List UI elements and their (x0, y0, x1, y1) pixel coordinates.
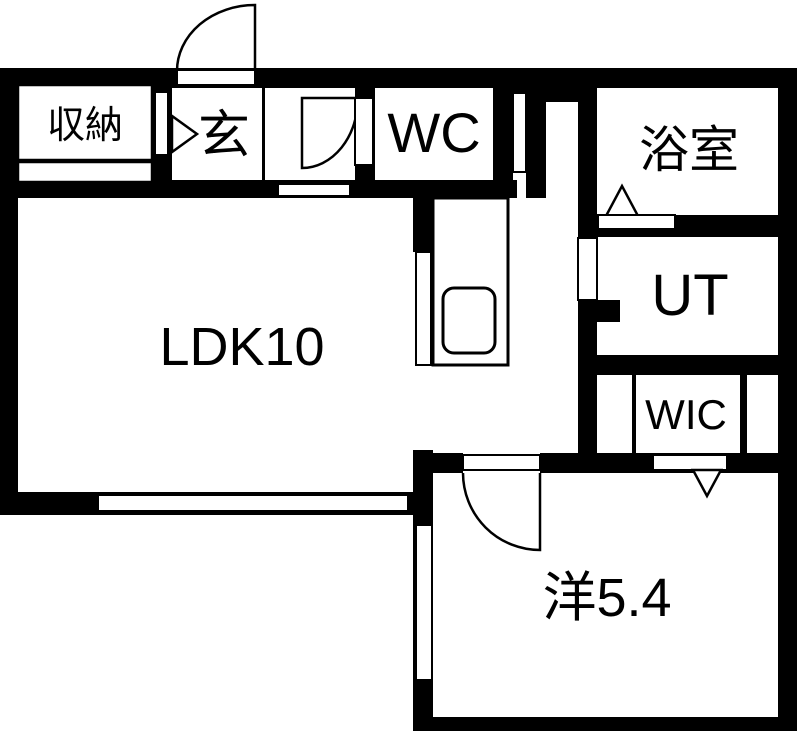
room-label-ldk: LDK10 (159, 317, 324, 377)
wall-wic-separator-left (632, 375, 636, 453)
wall-corridor-right (578, 300, 597, 473)
wc-door-panel (354, 97, 374, 166)
storage-lower-strip (16, 160, 154, 184)
corridor-slot (512, 92, 527, 173)
storage-door-panel (154, 91, 169, 156)
western-window (415, 524, 433, 681)
wall-ut-jog (597, 300, 620, 322)
entrance-door-swing-icon (175, 3, 257, 72)
wall-corridor-chunk (526, 100, 546, 198)
wc-door-swing-icon (300, 96, 360, 170)
bathroom-folding-door-icon (603, 183, 641, 218)
kitchen-side-strip (415, 251, 432, 366)
wall-wc-right (493, 88, 513, 198)
bathroom-door-panel (597, 214, 676, 230)
wic-folding-door-icon (690, 468, 724, 499)
room-label-storage: 収納 (47, 105, 123, 147)
wall-ut-bottom (578, 355, 778, 375)
western-door-swing-icon (461, 472, 542, 552)
western-door-panel (462, 454, 541, 471)
room-label-western: 洋5.4 (542, 568, 671, 628)
wall-left (0, 68, 18, 515)
wall-corridor-top-bar (513, 88, 597, 102)
room-label-wic: WIC (645, 391, 727, 438)
wall-kitchen-stub (413, 198, 433, 252)
kitchen-sink-icon (441, 286, 497, 355)
wall-right (778, 68, 797, 731)
wall-bath-left (578, 88, 597, 238)
room-label-bathroom: 浴室 (639, 122, 739, 178)
line-entrance-step (262, 85, 265, 180)
room-label-utility: UT (651, 263, 728, 328)
wall-ldk-top (0, 180, 517, 198)
room-label-entrance: 玄 (198, 107, 250, 165)
ut-door-opening (577, 237, 598, 301)
room-label-wc: WC (387, 101, 480, 164)
ldk-window (97, 494, 409, 512)
room-storage (16, 83, 154, 162)
wall-wic-separator-right (740, 375, 747, 453)
entrance-door-panel (176, 69, 256, 86)
wall-bottom (413, 717, 797, 731)
ldk-door-panel (277, 183, 351, 197)
wic-door-panel (652, 454, 728, 471)
storage-folding-door-icon (170, 113, 200, 155)
